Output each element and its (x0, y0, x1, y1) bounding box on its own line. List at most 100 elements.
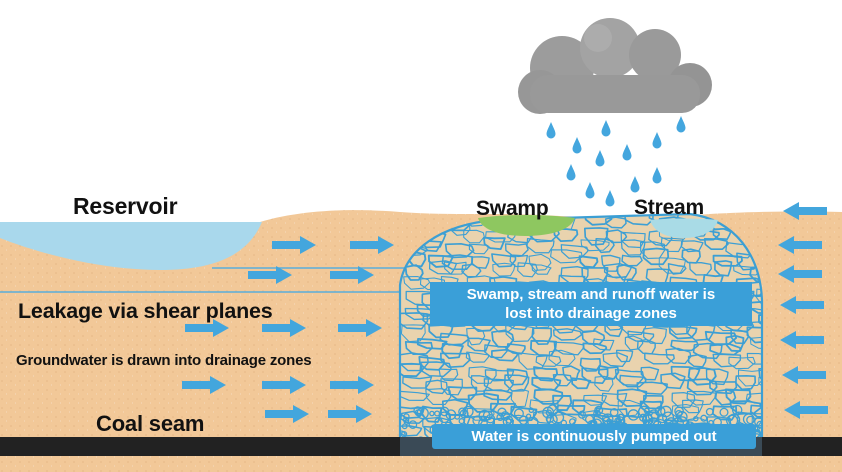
rubble-fragment (693, 415, 699, 422)
rubble-fragment (401, 423, 408, 430)
crack-line (468, 243, 489, 255)
crack-line (466, 407, 495, 421)
flow-arrow-icon (248, 266, 292, 284)
crack-line (639, 400, 663, 414)
crack-line (670, 365, 701, 382)
crack-line (605, 229, 628, 244)
rubble-fragment (614, 417, 622, 425)
crack-line (749, 404, 762, 418)
crack-line (725, 334, 745, 352)
flow-arrow-icon (272, 236, 316, 254)
rubble-fragment (505, 416, 514, 424)
flow-arrow-icon (265, 405, 309, 423)
flow-arrow-icon (784, 401, 828, 419)
rubble-fragment (403, 413, 410, 420)
crack-line (484, 369, 515, 382)
crack-line (580, 239, 610, 252)
crack-line (749, 265, 762, 283)
flow-arrow-icon (185, 319, 229, 337)
rubble-fragment (408, 420, 418, 429)
rubble-fragment (445, 409, 457, 421)
crack-line (620, 231, 646, 249)
flow-arrow-icon (338, 319, 382, 337)
crack-line (404, 264, 424, 281)
rubble-fragment (416, 407, 429, 420)
raindrop-icon (585, 182, 595, 199)
crack-line (592, 338, 615, 351)
raindrop-icon (622, 144, 632, 161)
crack-line (441, 398, 469, 416)
swamp-label: Swamp (476, 197, 549, 220)
flow-arrow-icon (780, 331, 824, 349)
crack-line (604, 216, 627, 229)
flow-arrow-icon (328, 405, 372, 423)
lost-water-callout: Swamp, stream and runoff water is lost i… (430, 282, 752, 326)
crack-line (531, 376, 562, 391)
crack-line (582, 342, 608, 355)
crack-line (660, 372, 686, 390)
crack-line (619, 374, 647, 388)
crack-line (419, 361, 452, 378)
coal-seam-label: Coal seam (96, 411, 205, 436)
raindrop-icon (652, 167, 662, 184)
lost-water-callout-line1: Swamp, stream and runoff water is (466, 286, 716, 303)
crack-line (400, 425, 423, 437)
groundwater-label: Groundwater is drawn into drainage zones (16, 352, 312, 369)
rubble-fragment (462, 405, 474, 418)
drainage-zone-outline (398, 212, 764, 452)
rubble-fragment (439, 406, 450, 417)
raindrop-icon (676, 116, 686, 133)
crack-line (517, 352, 548, 370)
crack-line (728, 356, 756, 370)
crack-line (465, 351, 490, 363)
crack-line (402, 376, 433, 389)
crack-line (681, 248, 701, 264)
crack-line (602, 352, 629, 368)
flow-arrow-icon (778, 265, 822, 283)
crack-line (745, 392, 762, 404)
crack-line (616, 263, 637, 281)
rubble-fragment (496, 413, 505, 422)
crack-line (712, 353, 742, 368)
reservoir-water (0, 222, 262, 270)
crack-line (682, 399, 704, 414)
crack-line (510, 388, 530, 408)
crack-line (550, 249, 583, 264)
crack-line (463, 229, 485, 244)
crack-line (403, 275, 431, 290)
crack-line (443, 261, 467, 275)
crack-line (750, 300, 762, 315)
crack-line (704, 330, 738, 346)
rubble-fragment (414, 409, 422, 417)
rubble-fragment (528, 407, 535, 414)
crack-line (504, 374, 530, 392)
rain-cloud-icon (518, 18, 712, 114)
flow-arrow-icon (182, 376, 226, 394)
rubble-fragment (705, 407, 714, 416)
crack-line (571, 377, 592, 390)
crack-line (749, 336, 762, 350)
rubble-fragment (525, 413, 532, 419)
crack-line (483, 236, 506, 250)
crack-line (404, 340, 434, 356)
crack-line (506, 368, 529, 386)
crack-line (709, 343, 742, 356)
crack-line (533, 366, 559, 382)
crack-line (400, 362, 423, 378)
crack-line (428, 260, 458, 275)
crack-line (578, 255, 599, 269)
crack-line (689, 261, 712, 276)
crack-line (758, 376, 762, 390)
rubble-fragment (485, 413, 496, 424)
crack-line (583, 227, 609, 246)
rubble-fragment (662, 411, 675, 424)
flow-arrow-icon (783, 202, 827, 220)
crack-line (447, 386, 478, 401)
crack-line (614, 368, 645, 386)
rubble-fragment (458, 418, 465, 425)
crack-line (703, 237, 729, 251)
crack-line (711, 405, 738, 421)
rubble-fragment (754, 416, 762, 427)
crack-line (668, 325, 698, 340)
